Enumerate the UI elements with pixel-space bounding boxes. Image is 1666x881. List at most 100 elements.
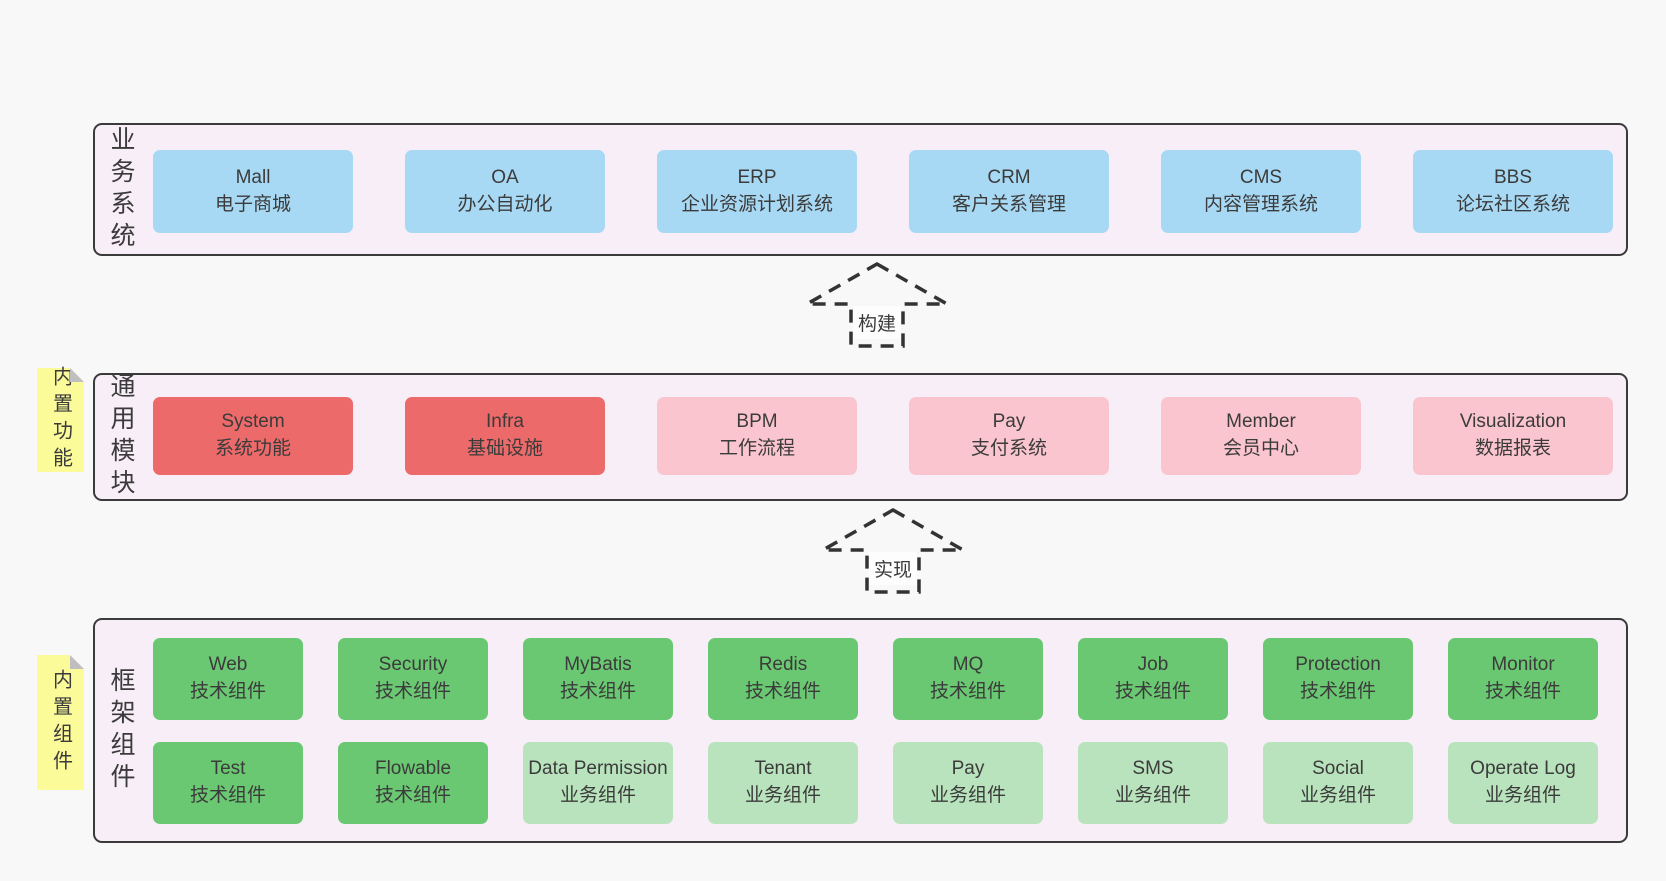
box-title: Monitor (1491, 654, 1555, 676)
box-erp: ERP 企业资源计划系统 (657, 150, 857, 233)
box-job: Job 技术组件 (1078, 638, 1228, 720)
framework-components-label: 框架组件 (107, 666, 135, 795)
box-subtitle: 支付系统 (970, 438, 1047, 459)
box-subtitle: 技术组件 (374, 681, 451, 702)
box-title: OA (491, 166, 519, 188)
box-system: System 系统功能 (153, 397, 353, 475)
box-web: Web 技术组件 (153, 638, 303, 720)
box-title: Infra (485, 411, 525, 433)
box-subtitle: 技术组件 (374, 785, 451, 806)
box-pay-module: Pay 支付系统 (909, 397, 1109, 475)
box-oa: OA 办公自动化 (405, 150, 605, 233)
framework-components-row-1: Web 技术组件 Security 技术组件 MyBatis 技术组件 Redi… (153, 638, 1598, 720)
box-subtitle: 业务组件 (559, 785, 636, 806)
dashed-up-arrow-icon (816, 507, 970, 594)
box-subtitle: 客户关系管理 (951, 193, 1066, 215)
box-title: BPM (736, 411, 778, 433)
box-title: Mall (235, 166, 271, 188)
box-title: System (221, 411, 285, 433)
box-tenant: Tenant 业务组件 (708, 742, 858, 824)
box-title: Pay (992, 411, 1026, 433)
box-subtitle: 技术组件 (1484, 681, 1561, 702)
box-title: Operate Log (1470, 758, 1576, 780)
box-mybatis: MyBatis 技术组件 (523, 638, 673, 720)
box-protection: Protection 技术组件 (1263, 638, 1413, 720)
box-subtitle: 数据报表 (1474, 438, 1551, 459)
box-subtitle: 技术组件 (1299, 681, 1376, 702)
box-subtitle: 技术组件 (189, 785, 266, 806)
box-subtitle: 内容管理系统 (1203, 193, 1318, 215)
box-title: BBS (1493, 166, 1533, 188)
box-subtitle: 会员中心 (1222, 438, 1299, 459)
box-title: CMS (1239, 166, 1283, 188)
box-title: ERP (737, 166, 777, 188)
box-title: Social (1312, 758, 1364, 780)
business-systems-row: Mall 电子商城 OA 办公自动化 ERP 企业资源计划系统 CRM 客户关系… (153, 150, 1613, 233)
box-flowable: Flowable 技术组件 (338, 742, 488, 824)
business-systems-panel: 业务系统 Mall 电子商城 OA 办公自动化 ERP 企业资源计划系统 CRM… (93, 123, 1628, 256)
box-subtitle: 业务组件 (1114, 785, 1191, 806)
box-title: Member (1226, 411, 1296, 433)
box-title: MyBatis (564, 654, 632, 676)
box-subtitle: 业务组件 (1484, 785, 1561, 806)
implement-arrow: 实现 (813, 506, 973, 594)
box-crm: CRM 客户关系管理 (909, 150, 1109, 233)
box-sms: SMS 业务组件 (1078, 742, 1228, 824)
box-monitor: Monitor 技术组件 (1448, 638, 1598, 720)
box-infra: Infra 基础设施 (405, 397, 605, 475)
box-social: Social 业务组件 (1263, 742, 1413, 824)
box-title: Protection (1295, 654, 1381, 676)
box-subtitle: 工作流程 (718, 438, 795, 459)
box-subtitle: 业务组件 (1299, 785, 1376, 806)
box-subtitle: 技术组件 (559, 681, 636, 702)
box-title: Flowable (374, 758, 452, 780)
box-mq: MQ 技术组件 (893, 638, 1043, 720)
box-cms: CMS 内容管理系统 (1161, 150, 1361, 233)
box-title: CRM (987, 166, 1031, 188)
framework-components-row-2: Test 技术组件 Flowable 技术组件 Data Permission … (153, 742, 1598, 824)
box-redis: Redis 技术组件 (708, 638, 858, 720)
common-modules-row: System 系统功能 Infra 基础设施 BPM 工作流程 Pay 支付系统… (153, 397, 1613, 475)
box-subtitle: 业务组件 (744, 785, 821, 806)
build-arrow: 构建 (797, 260, 957, 348)
box-title: Test (210, 758, 246, 780)
box-data-permission: Data Permission 业务组件 (523, 742, 673, 824)
box-subtitle: 业务组件 (929, 785, 1006, 806)
box-member: Member 会员中心 (1161, 397, 1361, 475)
implement-arrow-label: 实现 (868, 552, 918, 585)
sticky-note-text: 内置组件 (49, 668, 72, 777)
sticky-note-builtin-components: 内置组件 (37, 655, 84, 790)
box-visualization: Visualization 数据报表 (1413, 397, 1613, 475)
box-mall: Mall 电子商城 (153, 150, 353, 233)
common-modules-panel: 通用模块 System 系统功能 Infra 基础设施 BPM 工作流程 Pay… (93, 373, 1628, 501)
box-title: Data Permission (528, 758, 668, 780)
box-title: MQ (952, 654, 984, 676)
box-title: Job (1137, 654, 1169, 676)
box-security: Security 技术组件 (338, 638, 488, 720)
box-subtitle: 论坛社区系统 (1455, 193, 1570, 215)
box-subtitle: 技术组件 (1114, 681, 1191, 702)
box-subtitle: 基础设施 (466, 438, 543, 459)
box-title: Redis (758, 654, 808, 676)
sticky-note-text: 内置功能 (49, 366, 72, 474)
business-systems-label: 业务系统 (107, 125, 135, 254)
box-subtitle: 办公自动化 (457, 193, 553, 215)
box-title: Visualization (1459, 411, 1567, 433)
box-subtitle: 电子商城 (214, 193, 291, 215)
box-bpm: BPM 工作流程 (657, 397, 857, 475)
box-pay-component: Pay 业务组件 (893, 742, 1043, 824)
box-subtitle: 系统功能 (214, 438, 291, 459)
box-subtitle: 技术组件 (189, 681, 266, 702)
box-title: SMS (1132, 758, 1174, 780)
box-title: Pay (951, 758, 985, 780)
box-subtitle: 技术组件 (744, 681, 821, 702)
framework-components-panel: 框架组件 Web 技术组件 Security 技术组件 MyBatis 技术组件… (93, 618, 1628, 843)
dashed-up-arrow-icon (800, 261, 954, 348)
box-operate-log: Operate Log 业务组件 (1448, 742, 1598, 824)
sticky-note-builtin-functions: 内置功能 (37, 366, 84, 474)
box-title: Tenant (754, 758, 812, 780)
box-subtitle: 企业资源计划系统 (680, 193, 833, 215)
box-title: Security (378, 654, 448, 676)
common-modules-label: 通用模块 (107, 373, 135, 501)
box-test: Test 技术组件 (153, 742, 303, 824)
